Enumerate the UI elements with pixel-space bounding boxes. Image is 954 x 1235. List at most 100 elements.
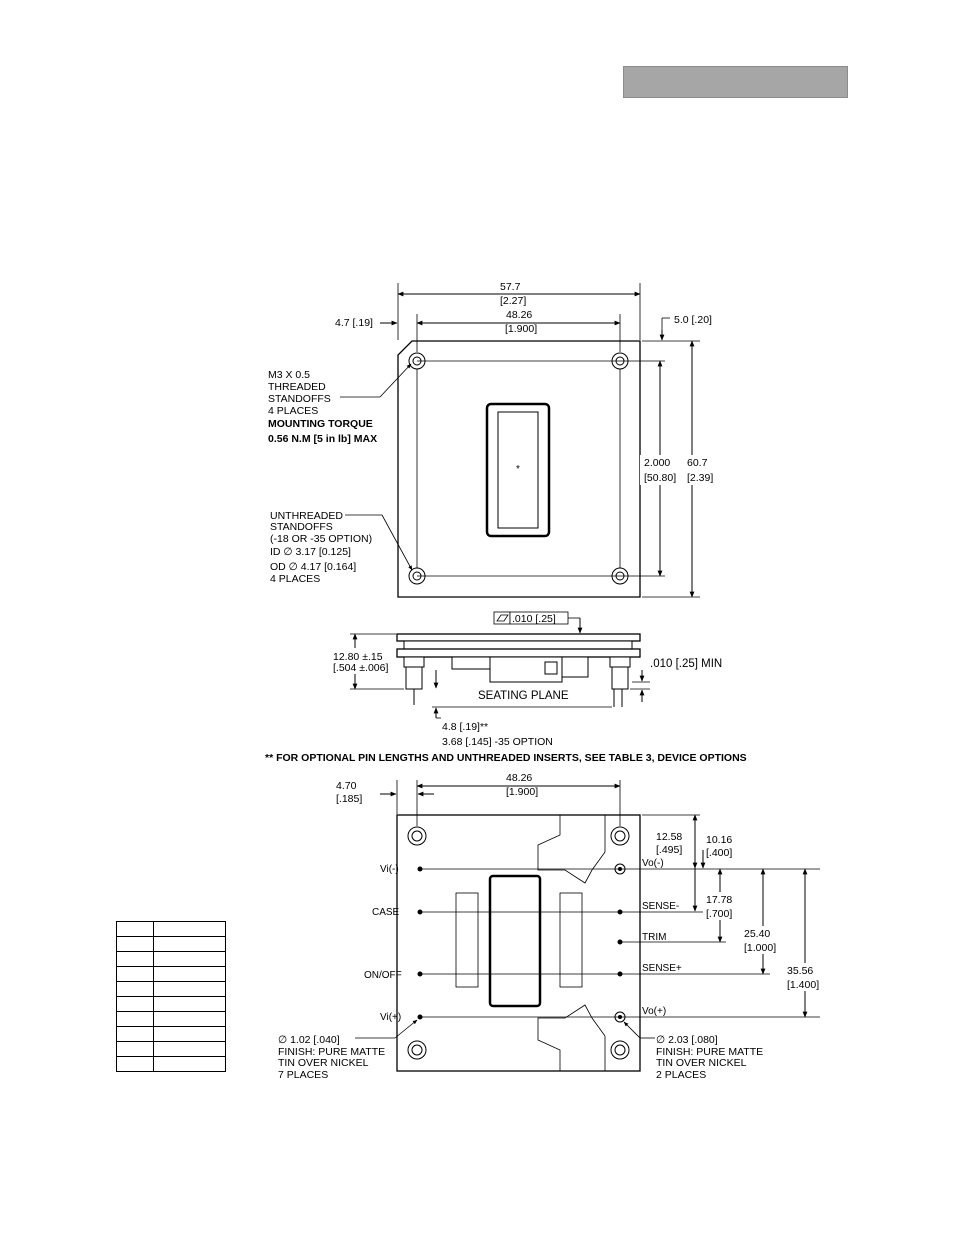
- bottom-hole-span: 48.26: [506, 772, 532, 784]
- bottom-hole-span-in: [1.900]: [506, 786, 538, 798]
- pin-table-cell: [153, 981, 226, 997]
- svg-text:2 PLACES: 2 PLACES: [656, 1069, 706, 1081]
- svg-text:TIN OVER NICKEL: TIN OVER NICKEL: [656, 1057, 747, 1069]
- svg-text:4 PLACES: 4 PLACES: [268, 405, 318, 417]
- side-height-in: [.504 ±.006]: [333, 662, 388, 674]
- bottom-standoffs: [407, 826, 630, 1060]
- pin-table-cell: [116, 1041, 154, 1057]
- side-height: 12.80 ±.15: [333, 651, 383, 663]
- pin-table-cell: [153, 921, 226, 937]
- svg-text:OD ∅ 4.17 [0.164]: OD ∅ 4.17 [0.164]: [270, 561, 356, 573]
- hole-span-in: [1.900]: [505, 323, 537, 335]
- seating-plane: SEATING PLANE: [478, 690, 569, 702]
- overall-width: 57.7: [500, 281, 521, 293]
- pin-table-row: [116, 966, 226, 982]
- dim-2-in: [.400]: [706, 847, 732, 859]
- dim-1: 12.58: [656, 831, 682, 843]
- side-view: .010 [.25] SEATING PLANE 12.80 ±.15 [.50…: [265, 611, 747, 764]
- pin-label-on-off: ON/OFF: [364, 970, 402, 981]
- dim-3-in: [.700]: [706, 908, 732, 920]
- svg-text:M3 X 0.5: M3 X 0.5: [268, 369, 310, 381]
- pin-table-cell: [153, 951, 226, 967]
- pin-table-row: [116, 1026, 226, 1042]
- left-offset: 4.7 [.19]: [335, 317, 373, 329]
- hole-vertical-mm: [50.80]: [644, 472, 676, 484]
- pin-table-cell: [153, 1041, 226, 1057]
- pin-label-vi-minus: Vi(-): [380, 864, 399, 875]
- svg-text:∅ 1.02 [.040]: ∅ 1.02 [.040]: [278, 1034, 340, 1046]
- pin-table-cell: [116, 936, 154, 952]
- pin-table-cell: [116, 981, 154, 997]
- bottom-left-offset-in: [.185]: [336, 793, 362, 805]
- bottom-left-offset: 4.70: [336, 780, 357, 792]
- pin-table-cell: [153, 1056, 226, 1072]
- svg-text:(-18 OR -35 OPTION): (-18 OR -35 OPTION): [270, 533, 372, 545]
- svg-text:UNTHREADED: UNTHREADED: [270, 510, 343, 522]
- pin-table-row: [116, 981, 226, 997]
- svg-text:THREADED: THREADED: [268, 381, 326, 393]
- pin-table-cell: [116, 1056, 154, 1072]
- svg-text:STANDOFFS: STANDOFFS: [268, 393, 331, 405]
- svg-text:FINISH: PURE MATTE: FINISH: PURE MATTE: [656, 1046, 763, 1058]
- pin-table-cell: [153, 966, 226, 982]
- pin-table-cell: [116, 1011, 154, 1027]
- pin-length: 4.8 [.19]**: [442, 721, 488, 733]
- hole-span: 48.26: [506, 309, 532, 321]
- top-offset: 5.0 [.20]: [674, 314, 712, 326]
- pin-table-cell: [116, 921, 154, 937]
- large-pin-note: ∅ 2.03 [.080] FINISH: PURE MATTE TIN OVE…: [623, 1021, 763, 1081]
- footnote: ** FOR OPTIONAL PIN LENGTHS AND UNTHREAD…: [265, 752, 747, 764]
- pin-table-row: [116, 951, 226, 967]
- pin-label-vi-plus: Vi(+): [380, 1012, 401, 1023]
- header-bar: [623, 66, 848, 98]
- pin-label-sense-plus: SENSE+: [642, 963, 682, 974]
- pin-table-cell: [116, 951, 154, 967]
- hole-vertical-in: 2.000: [644, 457, 670, 469]
- dim-3: 17.78: [706, 894, 732, 906]
- pin-table-cell: [116, 996, 154, 1012]
- pin-label-trim: TRIM: [642, 932, 666, 943]
- pin-table-cell: [153, 1011, 226, 1027]
- pin-table-row: [116, 921, 226, 937]
- threaded-standoff-note: M3 X 0.5 THREADED STANDOFFS 4 PLACES MOU…: [268, 363, 412, 445]
- pin-table-cell: [116, 1026, 154, 1042]
- pin-table-cell: [153, 1026, 226, 1042]
- svg-text:0.56 N.M [5 in lb] MAX: 0.56 N.M [5 in lb] MAX: [268, 433, 377, 445]
- pin-label-vo-plus: Vo(+): [642, 1006, 666, 1017]
- svg-text:STANDOFFS: STANDOFFS: [270, 521, 333, 533]
- pin-table-row: [116, 1011, 226, 1027]
- min-clearance: .010 [.25] MIN: [650, 658, 722, 670]
- pin-table-cell: [153, 936, 226, 952]
- pin-table: [116, 921, 226, 1072]
- svg-text:∅ 2.03 [.080]: ∅ 2.03 [.080]: [656, 1034, 718, 1046]
- pin-option: 3.68 [.145] -35 OPTION: [442, 736, 553, 748]
- small-pin-note: ∅ 1.02 [.040] FINISH: PURE MATTE TIN OVE…: [278, 1019, 418, 1081]
- pin-table-row: [116, 1041, 226, 1057]
- dim-2: 10.16: [706, 834, 732, 846]
- pin-label-case: CASE: [372, 907, 400, 918]
- svg-text:MOUNTING TORQUE: MOUNTING TORQUE: [268, 418, 373, 430]
- flatness-callout: .010 [.25]: [512, 613, 556, 625]
- pin-table-cell: [153, 996, 226, 1012]
- dim-1-in: [.495]: [656, 844, 682, 856]
- svg-text:ID ∅ 3.17 [0.125]: ID ∅ 3.17 [0.125]: [270, 546, 351, 558]
- dim-4-in: [1.000]: [744, 942, 776, 954]
- svg-text:TIN OVER NICKEL: TIN OVER NICKEL: [278, 1057, 369, 1069]
- dim-5: 35.56: [787, 965, 813, 977]
- overall-width-in: [2.27]: [500, 295, 526, 307]
- pin-label-sense-minus: SENSE-: [642, 901, 679, 912]
- pin-table-row: [116, 936, 226, 952]
- pin-table-row: [116, 996, 226, 1012]
- svg-text:4 PLACES: 4 PLACES: [270, 573, 320, 585]
- dim-4: 25.40: [744, 928, 770, 940]
- top-view: * 57.7 [2.27] 48.26 [1.900] 4.7 [.19] 5.…: [268, 281, 719, 598]
- dim-5-in: [1.400]: [787, 979, 819, 991]
- pin-table-cell: [116, 966, 154, 982]
- unthreaded-standoff-note: UNTHREADED STANDOFFS (-18 OR -35 OPTION)…: [270, 510, 413, 585]
- overall-height-in: [2.39]: [687, 472, 713, 484]
- center-mark: *: [516, 464, 520, 475]
- pin-label-vo-minus: Vo(-): [642, 858, 664, 869]
- pin-table-row: [116, 1056, 226, 1072]
- svg-text:7 PLACES: 7 PLACES: [278, 1069, 328, 1081]
